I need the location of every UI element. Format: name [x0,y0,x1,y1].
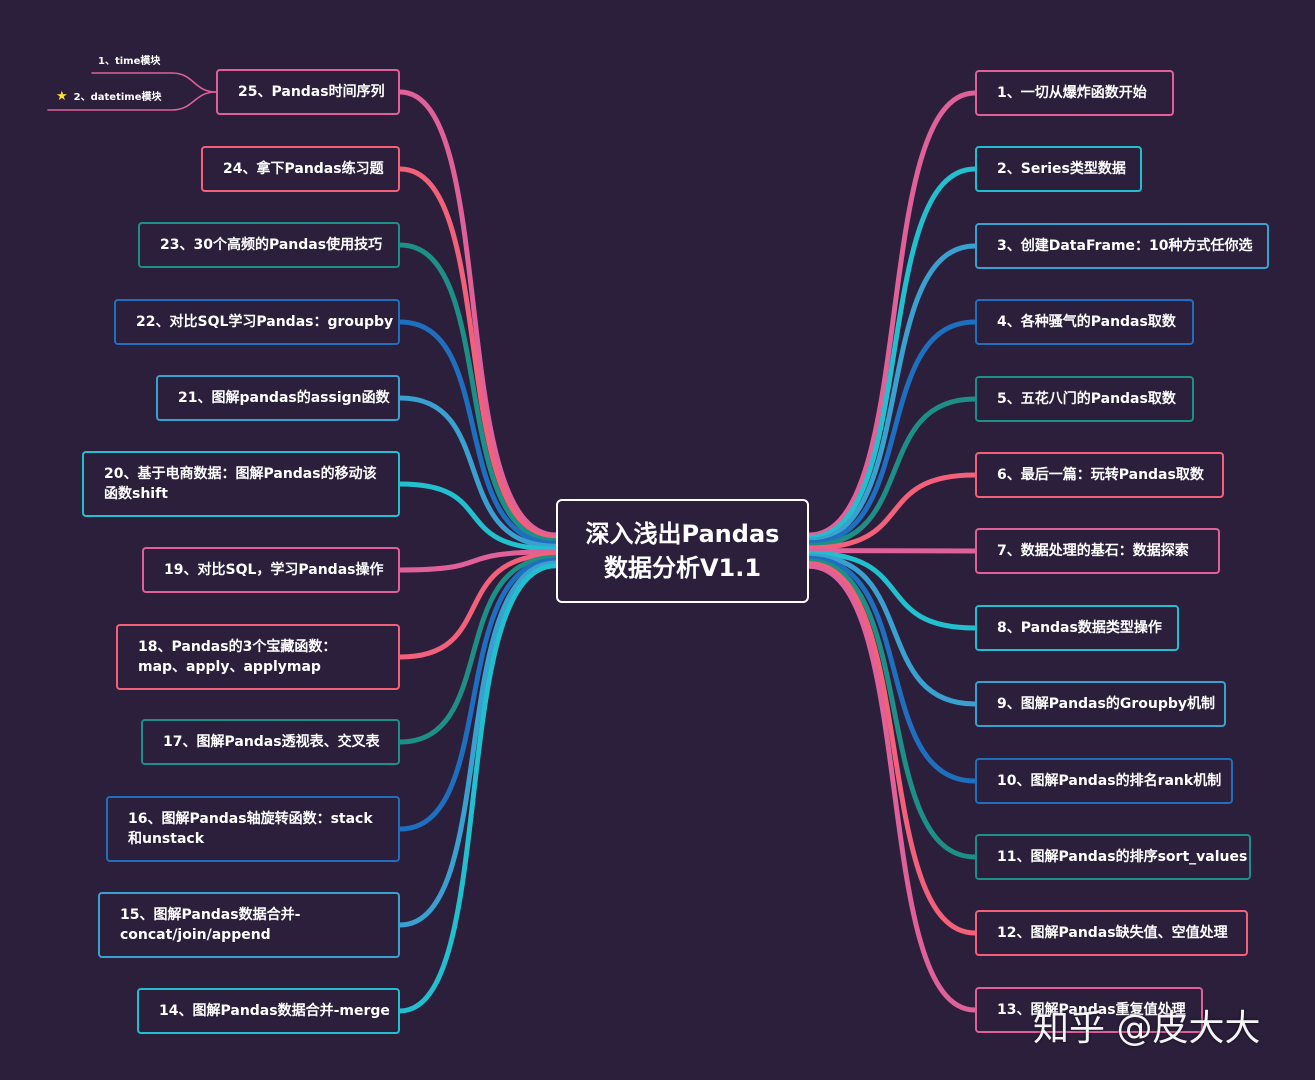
topic-5[interactable]: 5、五花八门的Pandas取数 [975,376,1194,422]
connector-left-1 [397,89,559,538]
star-icon: ★ [56,89,68,104]
topic-13[interactable]: 13、图解Pandas重复值处理 [975,987,1203,1033]
connector-left-3 [397,242,559,544]
connector-left-5 [397,395,559,549]
topic-label: 9、图解Pandas的Groupby机制 [997,696,1215,712]
connector-left-12 [397,563,559,1014]
topic-label: 12、图解Pandas缺失值、空值处理 [997,925,1228,941]
subtopic-label: 1、time模块 [98,56,161,67]
connector-right-9 [806,553,978,707]
topic-15[interactable]: 15、图解Pandas数据合并-concat/join/append [98,892,400,958]
connector-right-4 [806,319,978,546]
topic-17[interactable]: 17、图解Pandas透视表、交叉表 [141,719,400,765]
topic-21[interactable]: 21、图解pandas的assign函数 [156,375,400,421]
topic-6[interactable]: 6、最后一篇：玩转Pandas取数 [975,452,1224,498]
topic-label: 20、基于电商数据：图解Pandas的移动该函数shift [104,466,377,502]
topic-12[interactable]: 12、图解Pandas缺失值、空值处理 [975,910,1248,956]
connector-left-10 [397,557,559,832]
connector-left-2 [397,166,559,541]
topic-label: 25、Pandas时间序列 [238,84,385,100]
topic-label: 6、最后一篇：玩转Pandas取数 [997,467,1204,483]
subtopic-label: 2、datetime模块 [73,92,162,103]
topic-label: 23、30个高频的Pandas使用技巧 [160,237,383,253]
connector-right-3 [806,243,978,543]
topic-label: 4、各种骚气的Pandas取数 [997,314,1176,330]
connector-right-10 [806,555,978,784]
topic-label: 22、对比SQL学习Pandas：groupby [136,314,394,330]
connector-right-2 [806,166,978,541]
topic-label: 21、图解pandas的assign函数 [178,390,390,406]
connector-right-11 [806,558,978,860]
topic-14[interactable]: 14、图解Pandas数据合并-merge [137,988,400,1034]
topic-label: 17、图解Pandas透视表、交叉表 [163,734,380,750]
topic-19[interactable]: 19、对比SQL，学习Pandas操作 [142,547,400,593]
topic-label: 11、图解Pandas的排序sort_values [997,849,1248,865]
topic-label: 15、图解Pandas数据合并-concat/join/append [120,907,301,943]
connector-subtopic-1 [91,72,217,93]
topic-11[interactable]: 11、图解Pandas的排序sort_values [975,834,1251,880]
connector-left-8 [397,552,559,660]
topic-label: 3、创建DataFrame：10种方式任你选 [997,238,1253,254]
topic-24[interactable]: 24、拿下Pandas练习题 [201,146,400,192]
connector-right-6 [806,472,978,551]
topic-label: 19、对比SQL，学习Pandas操作 [164,562,384,578]
connector-right-12 [806,561,978,936]
topic-9[interactable]: 9、图解Pandas的Groupby机制 [975,681,1226,727]
connector-right-5 [806,396,978,548]
topic-2[interactable]: 2、Series类型数据 [975,146,1142,192]
topic-7[interactable]: 7、数据处理的基石：数据探索 [975,528,1220,574]
connector-right-13 [806,563,978,1013]
topic-20[interactable]: 20、基于电商数据：图解Pandas的移动该函数shift [82,451,400,517]
central-topic-line1: 深入浅出Pandas [585,520,780,548]
connector-left-7 [397,549,559,573]
subtopic-time-module[interactable]: 1、time模块 [98,52,160,67]
topic-4[interactable]: 4、各种骚气的Pandas取数 [975,299,1194,345]
topic-25[interactable]: 25、Pandas时间序列 [216,69,400,115]
topic-23[interactable]: 23、30个高频的Pandas使用技巧 [138,222,400,268]
central-topic-line2: 数据分析V1.1 [603,554,762,582]
topic-label: 16、图解Pandas轴旋转函数：stack和unstack [128,811,373,847]
connector-right-8 [806,550,978,631]
connector-left-11 [397,560,559,928]
subtopic-datetime-module[interactable]: ★ 2、datetime模块 [56,88,162,104]
topic-1[interactable]: 1、一切从爆炸函数开始 [975,70,1174,116]
topic-16[interactable]: 16、图解Pandas轴旋转函数：stack和unstack [106,796,400,862]
topic-label: 8、Pandas数据类型操作 [997,620,1162,636]
topic-label: 10、图解Pandas的排名rank机制 [997,773,1222,789]
topic-18[interactable]: 18、Pandas的3个宝藏函数：map、apply、applymap [116,624,400,690]
topic-10[interactable]: 10、图解Pandas的排名rank机制 [975,758,1233,804]
central-topic[interactable]: 深入浅出Pandas 数据分析V1.1 [556,499,809,603]
topic-label: 5、五花八门的Pandas取数 [997,391,1176,407]
connector-left-9 [397,554,559,745]
topic-label: 24、拿下Pandas练习题 [223,161,384,177]
topic-label: 1、一切从爆炸函数开始 [997,85,1147,101]
topic-22[interactable]: 22、对比SQL学习Pandas：groupby [114,299,400,345]
topic-3[interactable]: 3、创建DataFrame：10种方式任你选 [975,223,1269,269]
topic-label: 14、图解Pandas数据合并-merge [159,1003,390,1019]
topic-label: 2、Series类型数据 [997,161,1126,177]
topic-8[interactable]: 8、Pandas数据类型操作 [975,605,1179,651]
topic-label: 18、Pandas的3个宝藏函数：map、apply、applymap [138,639,337,675]
topic-label: 7、数据处理的基石：数据探索 [997,543,1189,559]
connector-left-4 [397,319,559,546]
topic-label: 13、图解Pandas重复值处理 [997,1002,1186,1018]
watermark: 知乎 @皮大大 [1033,1008,1261,1049]
connector-right-1 [806,90,978,538]
connector-left-6 [397,481,559,552]
connector-subtopic-2 [47,91,217,111]
